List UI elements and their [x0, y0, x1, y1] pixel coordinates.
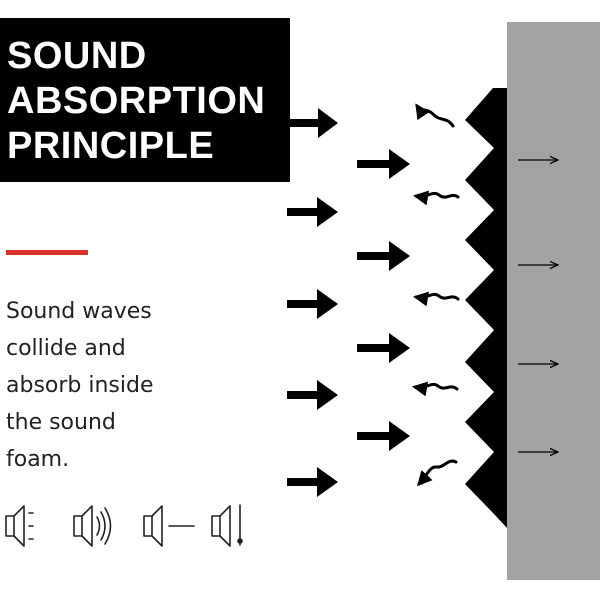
speaker-muted-icon [211, 504, 243, 547]
description-line-3: absorb inside [6, 373, 154, 398]
incoming-waves [287, 108, 410, 497]
description-line-5: foam. [6, 447, 70, 472]
incoming-arrow-3 [287, 197, 338, 227]
sound-foam [465, 88, 507, 528]
incoming-arrow-9 [287, 467, 338, 497]
reflected-wave-1 [415, 103, 455, 128]
transmitted-waves [518, 160, 558, 452]
reflected-wave-5 [416, 459, 458, 487]
title-line-3: PRINCIPLE [7, 125, 215, 167]
description-text: Sound waves collide and absorb inside th… [6, 293, 206, 478]
incoming-arrow-8 [357, 421, 410, 451]
title-line-1: SOUND [7, 35, 147, 77]
title-line-2: ABSORPTION [7, 80, 266, 122]
reflected-wave-3 [413, 291, 460, 307]
description-line-1: Sound waves [6, 299, 152, 324]
incoming-arrow-5 [287, 289, 338, 319]
description-line-2: collide and [6, 336, 126, 361]
incoming-arrow-4 [357, 241, 410, 271]
reflected-waves [412, 103, 460, 487]
incoming-arrow-1 [290, 108, 338, 138]
description-line-4: the sound [6, 410, 116, 435]
speaker-absorbed-icon [143, 505, 195, 547]
accent-rule [6, 250, 88, 255]
incoming-arrow-6 [357, 333, 410, 363]
incoming-arrow-2 [357, 149, 410, 179]
speaker-loud-icon [73, 505, 112, 547]
speaker-low-icon [5, 505, 34, 547]
wall [507, 22, 600, 580]
title-box: SOUND ABSORPTION PRINCIPLE [0, 18, 290, 182]
reflected-wave-2 [413, 190, 460, 206]
reflected-wave-4 [412, 381, 459, 397]
incoming-arrow-7 [287, 380, 338, 410]
